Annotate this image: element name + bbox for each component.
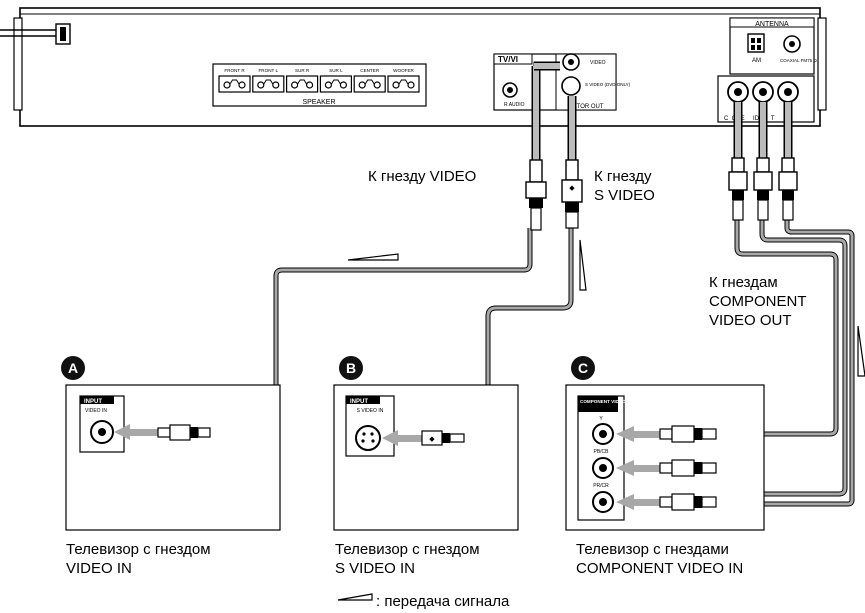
speaker-terminal-label: FRONT R — [224, 68, 245, 73]
component-plug-icon — [728, 157, 748, 221]
svg-text:◆: ◆ — [429, 436, 435, 443]
tv-b-panel-title: INPUT — [350, 399, 368, 405]
component-plug-icon — [753, 157, 773, 221]
tv-c: C COMPONENT VIDEO IN Y PB/CB PR/CR — [565, 356, 765, 531]
label-to-video-jack: К гнезду VIDEO — [368, 168, 477, 185]
svideo-out-jack-icon — [561, 76, 581, 96]
tv-video-panel: TV/VI R AUDIO VIDEO S VIDEO (DVD ONLY) I… — [493, 53, 631, 111]
am-terminal-icon — [747, 33, 765, 53]
tv-a-panel-title: INPUT — [84, 399, 102, 405]
label-to-component-line2: COMPONENT — [709, 293, 807, 310]
antenna-label: ANTENNA — [755, 21, 789, 28]
tv-c-component-plug-icon — [616, 459, 717, 477]
tv-c-caption-line2: COMPONENT VIDEO IN — [576, 560, 744, 577]
video-plug-icon — [525, 159, 547, 231]
tv-c-panel-title: COMPONENT VIDEO IN — [580, 399, 632, 404]
speaker-terminal-label: FRONT L — [259, 68, 279, 73]
tv-a-jack-label: VIDEO IN — [85, 408, 107, 414]
svideo-jack-label: S VIDEO (DVD ONLY) — [585, 82, 631, 87]
marker-a: A — [68, 360, 78, 376]
svg-text:◆: ◆ — [569, 185, 575, 192]
tv-b-caption-line2: S VIDEO IN — [335, 560, 416, 577]
video-jack-label: VIDEO — [590, 60, 606, 66]
speaker-terminal-label: SUR L — [329, 68, 343, 73]
coaxial-label: COAXIAL FM75 Ω — [780, 58, 817, 63]
signal-arrow-component — [857, 325, 865, 377]
label-to-component-line3: VIDEO OUT — [709, 312, 792, 329]
signal-arrow-video — [347, 253, 399, 261]
marker-c: C — [578, 360, 588, 376]
speaker-terminal: SUR R — [286, 68, 319, 93]
tv-c-jack-label-pr: PR/CR — [593, 483, 609, 489]
tv-a: A INPUT VIDEO IN — [61, 356, 281, 531]
monitor-out-label: ITOR OUT — [575, 104, 604, 110]
marker-b-icon — [339, 356, 363, 380]
speaker-terminal: CENTER — [353, 68, 386, 93]
component-out-panel: C ONE IDEO T — [717, 75, 815, 123]
marker-c-icon — [571, 356, 595, 380]
speaker-terminal: WOOFER — [387, 68, 420, 93]
label-to-component-line1: К гнездам — [709, 274, 778, 291]
svideo-plug-icon: ◆ — [561, 159, 583, 229]
tv-c-caption-line1: Телевизор с гнездами — [576, 541, 729, 558]
am-label: AM — [752, 58, 761, 64]
marker-b: B — [346, 360, 356, 376]
speaker-label: SPEAKER — [302, 99, 335, 106]
receiver-back-panel: FRONT R FRONT L SUR R SUR L CENTER WOOFER SPE… — [0, 7, 827, 127]
signal-arrow-svideo — [579, 239, 587, 291]
component-plug-icon — [778, 157, 798, 221]
speaker-terminal-label: SUR R — [295, 68, 310, 73]
audio-label: R AUDIO — [504, 102, 525, 108]
tv-c-jack-label-pb: PB/CB — [593, 449, 609, 455]
tv-b: B INPUT S VIDEO IN ◆ — [333, 356, 519, 531]
speaker-terminal-label: WOOFER — [393, 68, 414, 73]
tv-c-jack-label-y: Y — [599, 416, 603, 422]
label-to-svideo-jack-line1: К гнезду — [594, 168, 652, 185]
tv-panel-label: TV/VI — [498, 55, 518, 64]
legend-text: : передача сигнала — [376, 593, 510, 610]
label-to-svideo-jack-line2: S VIDEO — [594, 187, 655, 204]
antenna-panel: ANTENNA AM COAXIAL FM75 Ω — [729, 17, 817, 75]
tv-b-jack-label: S VIDEO IN — [357, 408, 384, 414]
marker-a-icon — [61, 356, 85, 380]
power-cord — [0, 23, 71, 45]
component-plugs — [728, 157, 798, 221]
tv-b-caption-line1: Телевизор с гнездом — [335, 541, 480, 558]
tv-a-caption-line2: VIDEO IN — [66, 560, 132, 577]
component-out-label: C ONE IDEO T — [724, 116, 775, 122]
legend-arrow-icon — [337, 593, 373, 601]
speaker-terminal: FRONT L — [252, 68, 285, 93]
tv-a-caption-line1: Телевизор с гнездом — [66, 541, 211, 558]
speaker-terminal-label: CENTER — [360, 68, 380, 73]
tv-c-component-plug-icon — [616, 493, 717, 511]
tv-c-component-plug-icon — [616, 425, 717, 443]
speaker-terminal: SUR L — [319, 68, 352, 93]
tv-b-svideo-in-jack-icon — [355, 425, 381, 451]
speaker-terminal: FRONT R — [218, 68, 251, 93]
